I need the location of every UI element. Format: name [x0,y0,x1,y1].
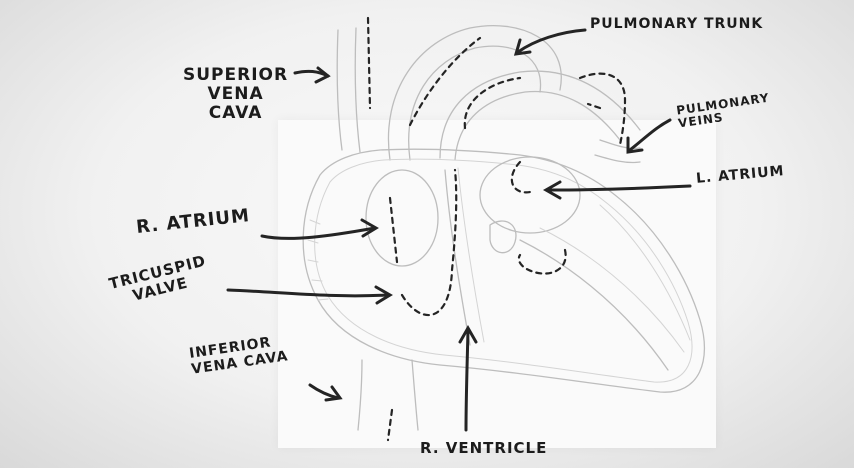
ivc-wall-right [411,359,419,431]
flow-arch-right [578,72,627,147]
diagram-paper [278,120,716,448]
label-pulmonary-trunk: PULMONARY TRUNK [590,16,764,32]
aortic-arch-inner [408,45,542,161]
svc-wall-left [336,29,343,151]
arrow-tricuspid-head [374,285,393,305]
label-superior-vena-cava: SUPERIOR VENA CAVA [183,65,289,124]
wall-hatching [307,219,329,301]
left-ventricle-wall [519,239,669,371]
septum [444,169,471,346]
arrow-ivc-head [324,385,343,402]
ivc-wall-left [357,359,363,431]
left-ventricle-wall-2 [539,227,685,353]
flow-ivc-up [386,408,394,442]
arrow-pulmonary-veins-head [626,136,644,154]
arrow-r-ventricle [464,328,470,432]
arrow-svc-head [314,66,331,84]
flow-ra-down [388,196,399,264]
arrow-pulmonary-trunk [516,28,587,54]
arrow-pulmonary-trunk-head [513,38,532,56]
pulmonary-vein-2 [594,154,641,164]
flow-tricuspid-rv [400,168,458,317]
arrow-pulmonary-veins [628,118,672,152]
flow-left-atrium-loop [510,160,532,194]
flow-left-ventricle [517,248,567,275]
arrow-r-atrium-head [360,218,379,238]
flow-svc-down [366,16,372,110]
arrow-l-atrium-head [542,180,562,200]
pulmonary-trunk-inner [454,90,621,161]
mitral-valve [489,220,517,254]
heart-outline [302,148,706,393]
flow-pulmonary-trunk-up [408,36,482,127]
heart-outline-inner [314,158,693,383]
pulmonary-trunk-outline [439,70,641,159]
arrow-l-atrium [546,184,692,192]
arrow-r-ventricle-head [458,324,478,344]
svc-wall-right [354,27,361,153]
aortic-arch-outer [387,24,562,161]
septum-inner [457,167,485,343]
left-atrium-chamber [479,156,581,234]
blood-flow-paths [366,16,627,442]
arrow-r-atrium [260,226,377,240]
flow-arch-left [463,76,522,130]
label-arrows [226,28,692,432]
pulmonary-vein-1 [599,139,641,150]
left-ventricle-wall-3 [599,204,691,341]
heart-sketch [302,24,706,431]
label-r-ventricle: R. VENTRICLE [420,439,548,457]
right-atrium-chamber [365,169,439,267]
flow-pulmonary-arrow [586,102,602,110]
arrow-tricuspid [226,288,390,298]
